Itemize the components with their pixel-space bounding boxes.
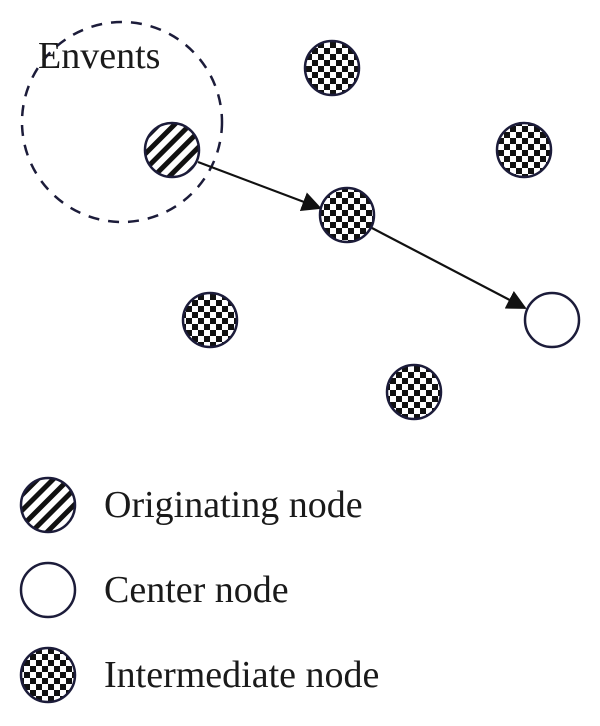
intermediate-node (495, 121, 553, 179)
originating-node-icon (19, 476, 77, 534)
originating-node (143, 121, 201, 179)
legend-label: Originating node (104, 484, 363, 526)
intermediate-node (385, 363, 443, 421)
legend-item-intermediate: Intermediate node (19, 646, 379, 704)
event-region (20, 20, 224, 224)
edges (197, 160, 527, 309)
legend-label: Center node (104, 569, 289, 611)
event-label: Envents (38, 35, 160, 77)
legend-item-center: Center node (19, 561, 289, 619)
center-node (523, 291, 581, 349)
edge-originating-to-intermediate (197, 160, 322, 211)
nodes (143, 39, 581, 421)
legend-item-originating: Originating node (19, 476, 363, 534)
center-node-icon (19, 561, 77, 619)
legend: Originating node Center node Intermediat… (19, 476, 379, 704)
intermediate-node (303, 39, 361, 97)
legend-label: Intermediate node (104, 654, 379, 696)
intermediate-node (181, 291, 239, 349)
intermediate-node-icon (19, 646, 77, 704)
intermediate-node (318, 186, 376, 244)
edge-intermediate-to-center (371, 227, 527, 309)
